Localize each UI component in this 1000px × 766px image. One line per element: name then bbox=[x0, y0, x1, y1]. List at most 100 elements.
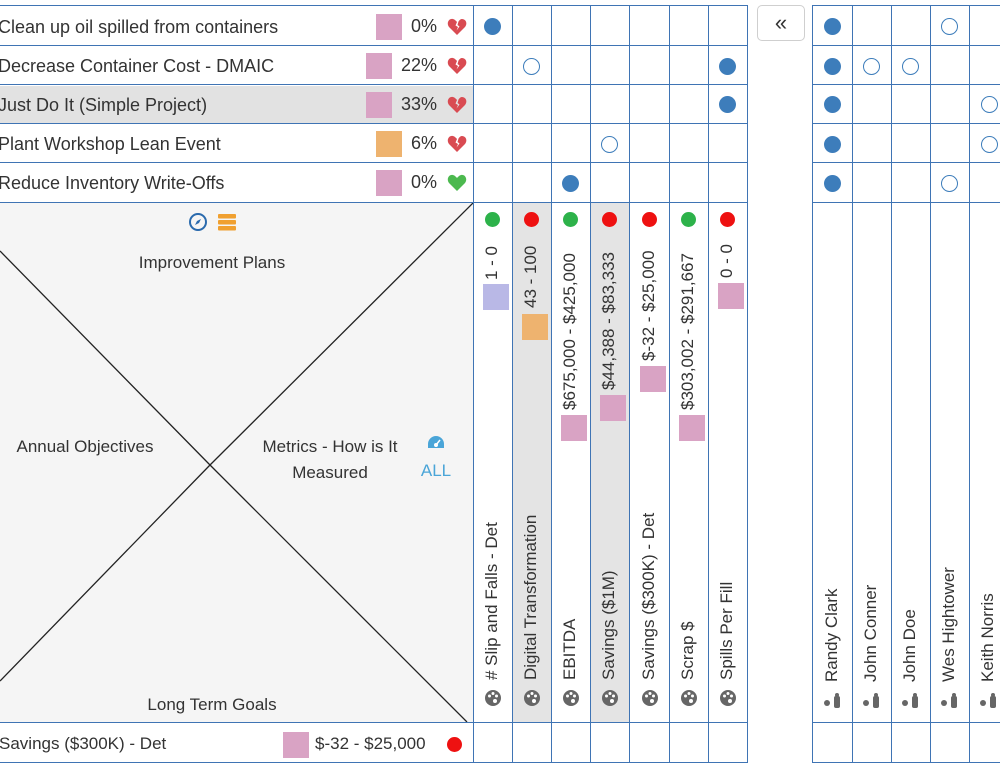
palette-icon[interactable] bbox=[641, 689, 659, 707]
resource-dot-strong[interactable] bbox=[824, 136, 841, 153]
metric-column-highlight bbox=[513, 203, 551, 722]
x-matrix-diagonals bbox=[0, 203, 473, 722]
palette-icon[interactable] bbox=[719, 689, 737, 707]
project-row-selected[interactable]: Just Do It (Simple Project) 33% bbox=[0, 86, 474, 124]
heart-icon bbox=[447, 174, 467, 191]
project-percent: 0% bbox=[410, 16, 437, 36]
metric-status-dot bbox=[720, 212, 735, 227]
metrics-label-line2: Measured bbox=[292, 463, 368, 482]
metric-range: $-32 - $25,000 bbox=[639, 250, 658, 361]
relation-dot-strong[interactable] bbox=[719, 96, 736, 113]
broken-heart-icon bbox=[447, 18, 467, 35]
project-percent: 6% bbox=[410, 133, 437, 153]
person-role-icon[interactable] bbox=[979, 693, 999, 709]
resource-dot-weak[interactable] bbox=[863, 58, 880, 75]
resource-dot-weak[interactable] bbox=[981, 136, 998, 153]
project-row[interactable]: Plant Workshop Lean Event 6% bbox=[0, 125, 474, 163]
project-percent: 22% bbox=[400, 55, 437, 75]
relation-dot-strong[interactable] bbox=[484, 18, 501, 35]
metric-footer-row[interactable]: Savings ($300K) - Det $-32 - $25,000 bbox=[0, 723, 473, 762]
project-color-swatch bbox=[376, 131, 402, 157]
metric-name[interactable]: Savings ($1M) bbox=[599, 570, 618, 680]
relation-dot-weak[interactable] bbox=[601, 136, 618, 153]
metric-status-dot bbox=[642, 212, 657, 227]
resource-dot-strong[interactable] bbox=[824, 58, 841, 75]
resource-dot-weak[interactable] bbox=[981, 96, 998, 113]
project-color-swatch bbox=[366, 53, 392, 79]
palette-icon[interactable] bbox=[484, 689, 502, 707]
dashboard-gauge-icon[interactable] bbox=[426, 434, 446, 452]
person-role-icon[interactable] bbox=[901, 693, 921, 709]
project-color-swatch bbox=[366, 92, 392, 118]
project-row[interactable]: Decrease Container Cost - DMAIC 22% bbox=[0, 47, 474, 85]
resource-dot-weak[interactable] bbox=[941, 175, 958, 192]
relation-dot-strong[interactable] bbox=[719, 58, 736, 75]
project-row[interactable]: Reduce Inventory Write-Offs 0% bbox=[0, 164, 474, 202]
metric-range: 43 - 100 bbox=[521, 245, 540, 308]
compass-icon[interactable] bbox=[188, 212, 208, 232]
resource-dot-strong[interactable] bbox=[824, 18, 841, 35]
all-metrics-link[interactable]: ALL bbox=[420, 461, 452, 480]
person-role-icon[interactable] bbox=[823, 693, 843, 709]
broken-heart-icon bbox=[447, 57, 467, 74]
person-name[interactable]: John Doe bbox=[900, 609, 919, 682]
double-chevron-left-icon: « bbox=[774, 10, 788, 35]
metric-status-dot bbox=[681, 212, 696, 227]
collapse-button[interactable]: « bbox=[757, 5, 805, 41]
resource-dot-strong[interactable] bbox=[824, 175, 841, 192]
metric-name[interactable]: # Slip and Falls - Det bbox=[482, 522, 501, 680]
relation-dot-weak[interactable] bbox=[523, 58, 540, 75]
metric-status-dot bbox=[485, 212, 500, 227]
metric-color-swatch bbox=[679, 415, 705, 441]
broken-heart-icon bbox=[447, 96, 467, 113]
project-color-swatch bbox=[376, 170, 402, 196]
project-row[interactable]: Clean up oil spilled from containers 0% bbox=[0, 8, 474, 46]
metric-name[interactable]: Scrap $ bbox=[678, 621, 697, 680]
metric-range: $675,000 - $425,000 bbox=[560, 253, 579, 410]
palette-icon[interactable] bbox=[562, 689, 580, 707]
metric-range: 0 - 0 bbox=[717, 243, 736, 278]
improvement-plans-label: Improvement Plans bbox=[138, 253, 286, 272]
resource-dot-weak[interactable] bbox=[941, 18, 958, 35]
resource-dot-strong[interactable] bbox=[824, 96, 841, 113]
resource-dot-weak[interactable] bbox=[902, 58, 919, 75]
metric-color-swatch bbox=[561, 415, 587, 441]
metric-range: $44,388 - $83,333 bbox=[599, 251, 618, 390]
person-name[interactable]: Randy Clark bbox=[822, 588, 841, 682]
project-name: Just Do It (Simple Project) bbox=[0, 94, 208, 115]
metric-name[interactable]: Savings ($300K) - Det bbox=[639, 512, 658, 680]
person-name[interactable]: John Conner bbox=[861, 584, 880, 682]
metric-status-dot bbox=[602, 212, 617, 227]
metric-color-swatch bbox=[640, 366, 666, 392]
footer-color-swatch bbox=[283, 732, 309, 758]
metric-color-swatch bbox=[483, 284, 509, 310]
palette-icon[interactable] bbox=[523, 689, 541, 707]
person-name[interactable]: Keith Norris bbox=[978, 593, 997, 682]
project-percent: 0% bbox=[410, 172, 437, 192]
footer-metric-range: $-32 - $25,000 bbox=[315, 734, 426, 753]
metrics-label-line1: Metrics - How is It bbox=[262, 437, 398, 456]
metric-color-swatch bbox=[600, 395, 626, 421]
metric-name[interactable]: EBITDA bbox=[560, 618, 579, 680]
long-term-goals-label: Long Term Goals bbox=[147, 695, 277, 714]
project-name: Reduce Inventory Write-Offs bbox=[0, 172, 225, 193]
metric-range: $303,002 - $291,667 bbox=[678, 253, 697, 410]
metric-status-dot bbox=[524, 212, 539, 227]
palette-icon[interactable] bbox=[601, 689, 619, 707]
metric-color-swatch bbox=[522, 314, 548, 340]
server-icon[interactable] bbox=[217, 212, 237, 232]
broken-heart-icon bbox=[447, 135, 467, 152]
person-name[interactable]: Wes Hightower bbox=[939, 567, 958, 682]
project-percent: 33% bbox=[400, 94, 437, 114]
footer-status-dot bbox=[447, 737, 462, 752]
person-role-icon[interactable] bbox=[940, 693, 960, 709]
metric-range: 1 - 0 bbox=[482, 245, 501, 280]
annual-objectives-label: Annual Objectives bbox=[16, 437, 154, 456]
metric-status-dot bbox=[563, 212, 578, 227]
metric-name[interactable]: Digital Transformation bbox=[521, 514, 540, 680]
person-role-icon[interactable] bbox=[862, 693, 882, 709]
footer-metric-name: Savings ($300K) - Det bbox=[0, 734, 167, 753]
palette-icon[interactable] bbox=[680, 689, 698, 707]
metric-name[interactable]: Spills Per Fill bbox=[717, 581, 736, 680]
relation-dot-strong[interactable] bbox=[562, 175, 579, 192]
